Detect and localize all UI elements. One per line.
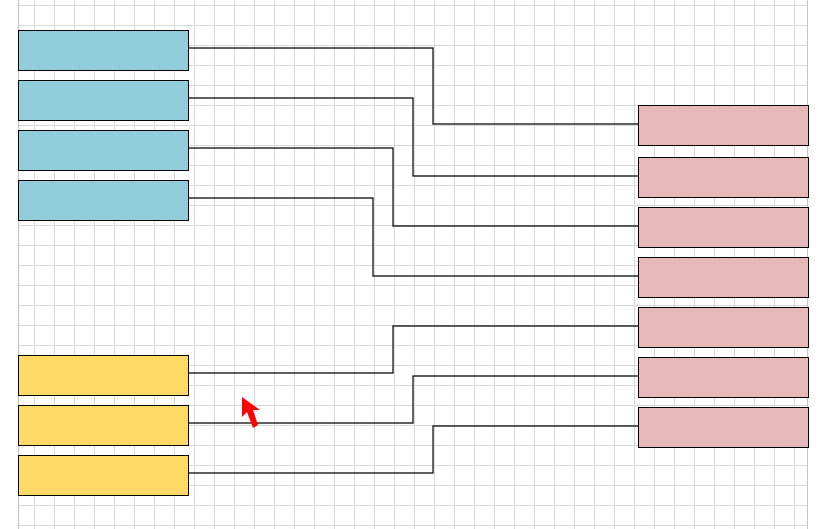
target-box-p1[interactable] — [638, 105, 809, 146]
connector-y1-p5[interactable] — [188, 325, 638, 374]
target-box-p3[interactable] — [638, 207, 809, 248]
source-box-b3[interactable] — [18, 130, 189, 171]
connector-y3-p7[interactable] — [188, 425, 638, 474]
source-box-b4[interactable] — [18, 180, 189, 221]
connector-b1-p1[interactable] — [188, 47, 638, 125]
target-box-p7[interactable] — [638, 407, 809, 448]
connector-b2-p2[interactable] — [188, 97, 638, 177]
target-box-p6[interactable] — [638, 357, 809, 398]
source-box-y3[interactable] — [18, 455, 189, 496]
target-box-p4[interactable] — [638, 257, 809, 298]
mouse-cursor-icon — [242, 397, 260, 428]
connector-b3-p3[interactable] — [188, 147, 638, 227]
connector-b4-p4[interactable] — [188, 197, 638, 277]
target-box-p2[interactable] — [638, 157, 809, 198]
source-box-y1[interactable] — [18, 355, 189, 396]
target-box-p5[interactable] — [638, 307, 809, 348]
source-box-b2[interactable] — [18, 80, 189, 121]
source-box-y2[interactable] — [18, 405, 189, 446]
connector-y2-p6[interactable] — [188, 375, 638, 424]
source-box-b1[interactable] — [18, 30, 189, 71]
